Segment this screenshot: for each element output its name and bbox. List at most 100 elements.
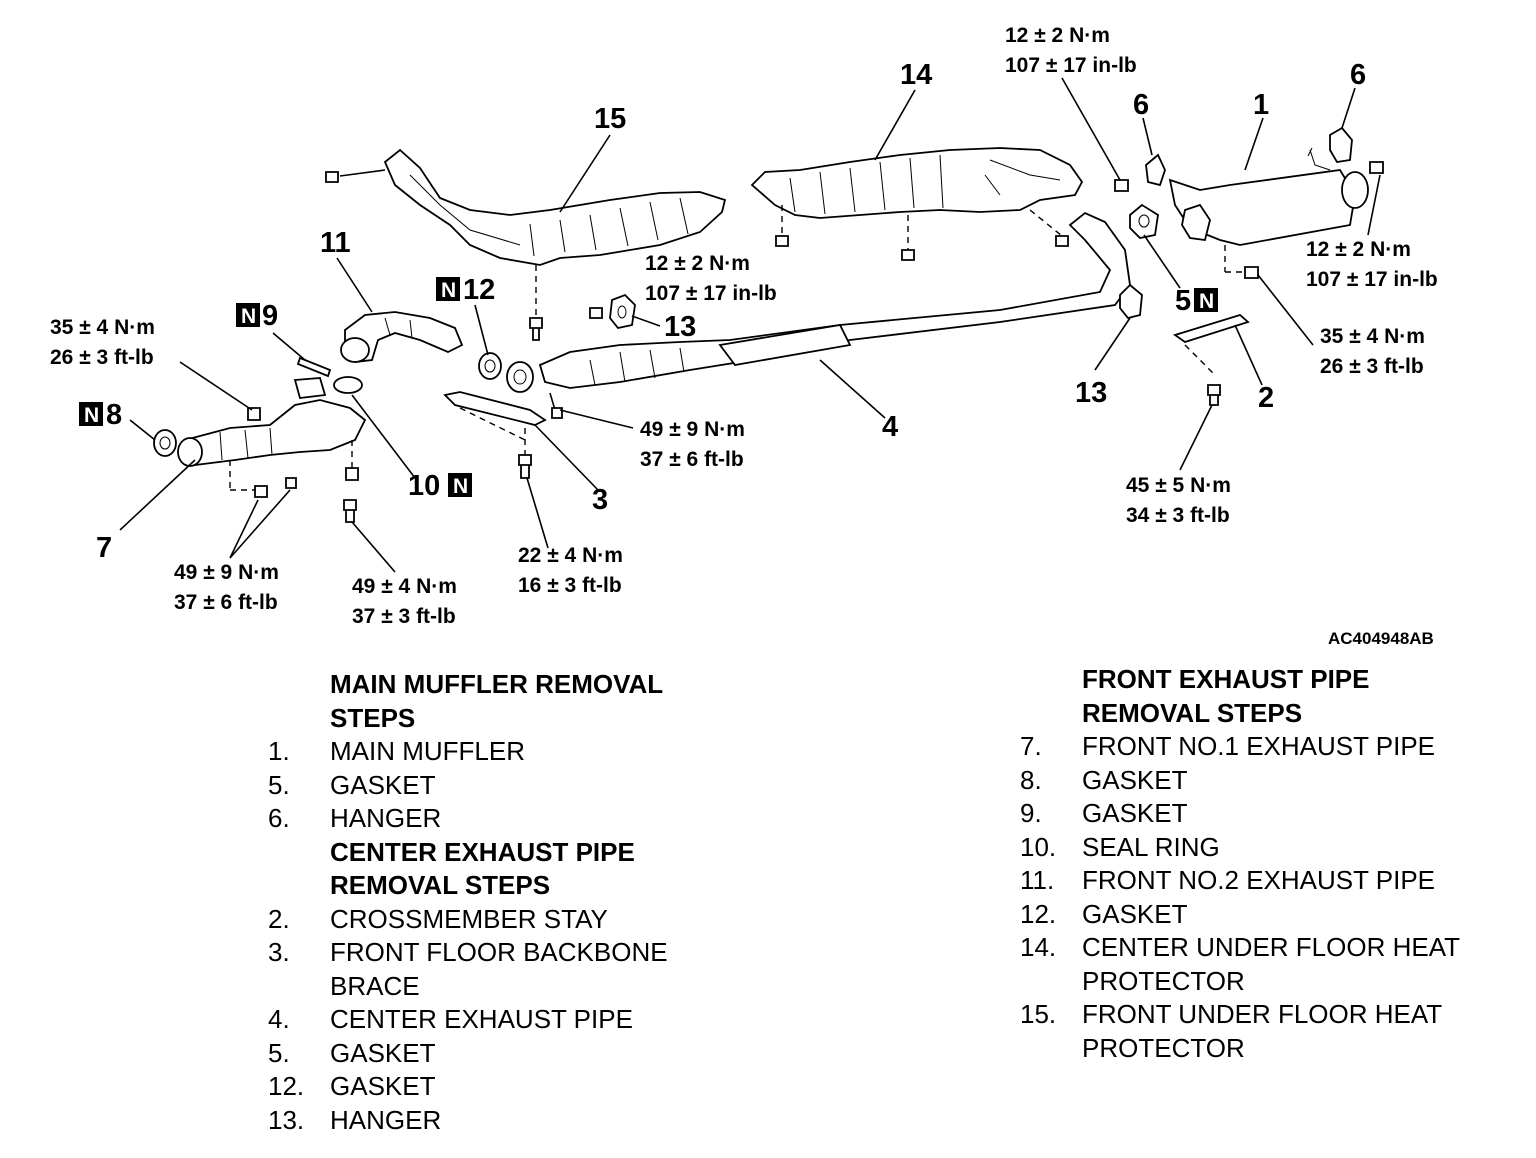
- label-part-5: 5: [1175, 285, 1191, 317]
- label-part-15: 15: [594, 103, 626, 135]
- step-number: 12.: [268, 1071, 305, 1101]
- list-item: 4.CENTER EXHAUST PIPE: [268, 1003, 748, 1037]
- step-text: MAIN MUFFLER: [330, 736, 525, 766]
- front-pipe-title-line2: REMOVAL STEPS: [1082, 697, 1303, 728]
- torque-seal-ftlb: 37 ± 3 ft-lb: [352, 605, 456, 628]
- torque-top-right-inlb: 107 ± 17 in-lb: [1005, 54, 1137, 77]
- step-number: 5.: [268, 1037, 290, 1068]
- list-item: 1.MAIN MUFFLER: [268, 735, 748, 769]
- new-part-marker-8: N: [84, 404, 99, 427]
- torque-seal-nm: 49 ± 4 N·m: [352, 575, 457, 598]
- list-item: 6. HANGER: [268, 802, 748, 836]
- torque-center-nm: 49 ± 9 N·m: [640, 418, 745, 441]
- step-number: 4.: [268, 1004, 290, 1034]
- label-part-6-rear: 6: [1350, 59, 1366, 91]
- step-number: 11.: [1020, 865, 1055, 895]
- step-text: GASKET: [330, 1037, 436, 1068]
- figure-code: AC404948AB: [1328, 629, 1434, 648]
- center-hanger: [478, 293, 636, 380]
- torque-hanger-inlb: 107 ± 17 in-lb: [645, 282, 777, 305]
- step-text: HANGER: [330, 803, 442, 833]
- torque-stay-nm: 45 ± 5 N·m: [1126, 474, 1231, 497]
- label-part-6: 6: [1133, 89, 1149, 121]
- front-pipe-steps: FRONT EXHAUST PIPE REMOVAL STEPS 7. FRONT…: [1020, 663, 1520, 1065]
- torque-muffler-inlb: 107 ± 17 in-lb: [1306, 268, 1438, 291]
- part-number-labels: 1 6 6 14 15 11 12 13 13 5 2 4 3 9 8 10 7: [96, 59, 1366, 564]
- step-text: GASKET: [1082, 798, 1188, 828]
- list-item: 9. GASKET: [1020, 797, 1520, 831]
- torque-brace-ftlb: 16 ± 3 ft-lb: [518, 574, 622, 597]
- step-number: 15.: [1020, 999, 1057, 1029]
- list-item: 5. GASKET: [268, 769, 748, 803]
- torque-hanger-nm: 12 ± 2 N·m: [645, 252, 750, 275]
- step-text: GASKET: [1082, 764, 1188, 795]
- exhaust-system-diagram: 1 6 6 14 15 11 12 13 13 5 2 4 3 9 8 10 7…: [50, 24, 1438, 648]
- label-part-4: 4: [882, 411, 898, 443]
- list-item: 14.CENTER UNDER FLOOR HEAT PROTECTOR: [1020, 931, 1520, 998]
- step-text: FRONT NO.2 EXHAUST PIPE: [1082, 865, 1436, 895]
- label-part-9: 9: [262, 300, 278, 332]
- center-heat-protector: [750, 147, 1084, 261]
- front-heat-protector: [325, 148, 727, 341]
- new-part-marker-12: N: [441, 279, 456, 302]
- list-item: 12. GASKET: [268, 1070, 748, 1104]
- label-part-13-center: 13: [664, 311, 696, 343]
- step-text: FRONT FLOOR BACKBONE BRACE: [330, 937, 668, 1001]
- front-pipe-title-line1: FRONT EXHAUST PIPE: [1082, 664, 1370, 694]
- center-pipe-title-line2: REMOVAL STEPS: [330, 870, 551, 900]
- new-part-marker-10: N: [453, 475, 468, 498]
- step-text: GASKET: [1082, 898, 1188, 929]
- torque-top-right-nm: 12 ± 2 N·m: [1005, 24, 1110, 47]
- torque-stay-ftlb: 34 ± 3 ft-lb: [1126, 504, 1230, 527]
- list-item: 10.SEAL RING: [1020, 831, 1520, 865]
- center-pipe-title-line1: CENTER EXHAUST PIPE: [330, 836, 635, 867]
- label-part-13-rear: 13: [1075, 377, 1107, 409]
- new-part-marker-9: N: [241, 305, 256, 328]
- step-text: FRONT NO.1 EXHAUST PIPE: [1082, 731, 1436, 761]
- center-exhaust-pipe: [506, 211, 1131, 419]
- list-item: 12. GASKET: [1020, 898, 1520, 932]
- main-muffler-and-center-pipe-steps: MAIN MUFFLER REMOVAL STEPS 1.MAIN MUFFLE…: [268, 668, 748, 1137]
- step-number: 12.: [1020, 898, 1057, 929]
- torque-center-ftlb: 37 ± 6 ft-lb: [640, 448, 744, 471]
- label-part-3: 3: [592, 484, 608, 516]
- torque-flange-ftlb: 26 ± 3 ft-lb: [1320, 355, 1424, 378]
- torque-flange-nm: 35 ± 4 N·m: [1320, 325, 1425, 348]
- label-part-7: 7: [96, 532, 112, 564]
- crossmember-stay: [1172, 313, 1250, 406]
- list-item: 15.FRONT UNDER FLOOR HEAT PROTECTOR: [1020, 998, 1520, 1065]
- torque-brace-nm: 22 ± 4 N·m: [518, 544, 623, 567]
- label-part-14: 14: [900, 59, 932, 91]
- leader-lines: [119, 77, 1381, 573]
- new-part-markers: N N N N N: [79, 277, 1218, 498]
- main-muffler-title-line1: MAIN MUFFLER REMOVAL: [330, 669, 664, 699]
- torque-muffler-nm: 12 ± 2 N·m: [1306, 238, 1411, 261]
- front-no2-pipe: [340, 311, 464, 363]
- step-text: HANGER: [330, 1104, 442, 1135]
- main-muffler-title-line2: STEPS: [330, 702, 416, 733]
- label-part-2: 2: [1258, 382, 1274, 414]
- list-item: 5. GASKET: [268, 1037, 748, 1071]
- label-part-8: 8: [106, 399, 122, 431]
- step-number: 13.: [268, 1104, 305, 1135]
- torque-labels: 12 ± 2 N·m 107 ± 17 in-lb 12 ± 2 N·m 107…: [50, 24, 1438, 628]
- step-number: 9.: [1020, 798, 1042, 828]
- step-number: 5.: [268, 769, 290, 800]
- label-part-1: 1: [1253, 89, 1269, 121]
- step-text: GASKET: [330, 1071, 436, 1101]
- step-number: 6.: [268, 803, 290, 833]
- torque-front1-ftlb: 37 ± 6 ft-lb: [174, 591, 278, 614]
- step-number: 14.: [1020, 932, 1057, 962]
- step-text: GASKET: [330, 769, 436, 800]
- step-text: CROSSMEMBER STAY: [330, 903, 608, 934]
- front-no1-pipe: [177, 377, 367, 498]
- torque-front-nm: 35 ± 4 N·m: [50, 316, 155, 339]
- step-number: 2.: [268, 903, 290, 934]
- step-number: 3.: [268, 937, 290, 967]
- torque-front-ftlb: 26 ± 3 ft-lb: [50, 346, 154, 369]
- list-item: 8.GASKET: [1020, 764, 1520, 798]
- main-muffler: [1114, 147, 1384, 279]
- step-text: SEAL RING: [1082, 831, 1220, 862]
- step-number: 7.: [1020, 731, 1042, 761]
- list-item: 11. FRONT NO.2 EXHAUST PIPE: [1020, 864, 1520, 898]
